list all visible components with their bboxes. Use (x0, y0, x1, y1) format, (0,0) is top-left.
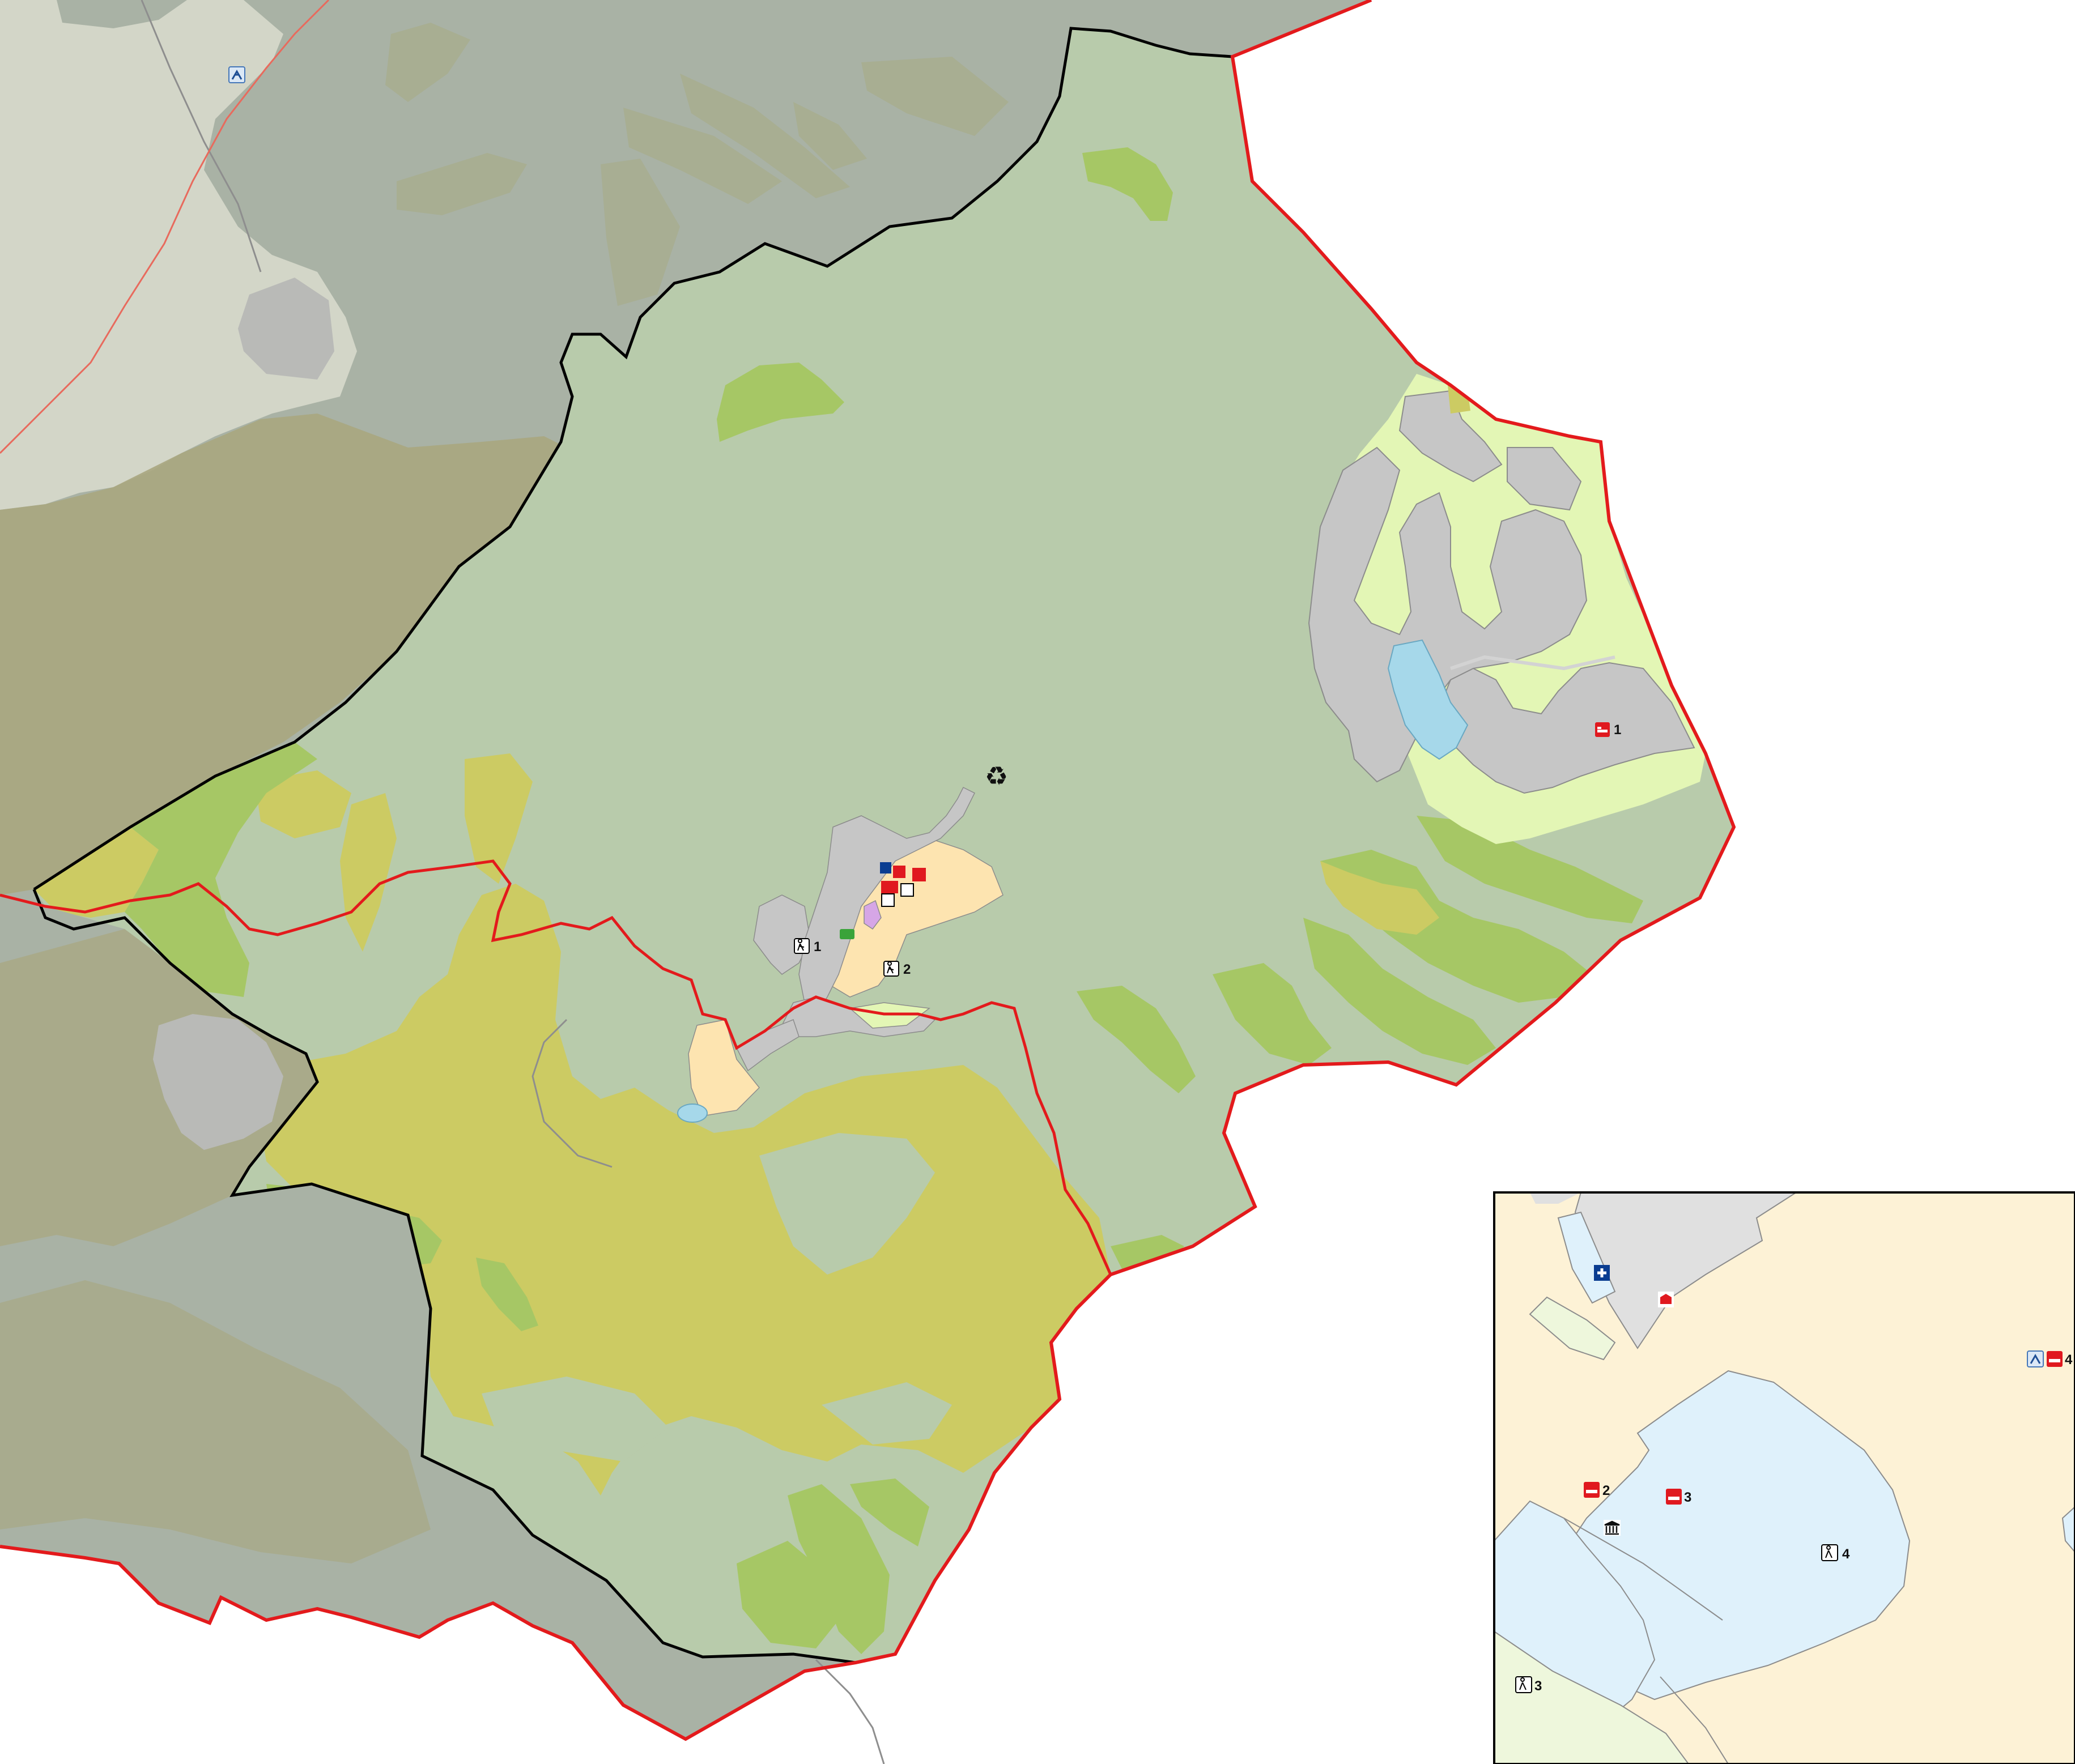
forest-zone-east (1213, 963, 1332, 1065)
forest-zone-south (788, 1484, 890, 1654)
olive-hole (482, 1377, 669, 1462)
town-center (677, 786, 1004, 1123)
outside-olive-sw (0, 1280, 431, 1563)
hiking-marker[interactable]: 2 (883, 961, 911, 977)
inset-pale-green-sw (1494, 1630, 1690, 1764)
olive-zone-west (255, 770, 351, 838)
road-line (1450, 655, 1615, 671)
boundary-red (0, 0, 1736, 1741)
boundary-black (32, 27, 1233, 1664)
inset-hiking-4-label: 4 (1842, 1546, 1850, 1562)
outside-patch (601, 159, 680, 306)
outside-light-region (0, 0, 357, 510)
viewpoint-icon[interactable] (2027, 1350, 2044, 1367)
olive-zone-east (1320, 861, 1439, 935)
outside-patch (680, 74, 850, 198)
olive-zone-west (465, 753, 533, 884)
hiking-icon[interactable]: 3 (1515, 1676, 1542, 1694)
hotel-marker-label: 1 (1614, 722, 1621, 738)
olive-zone-south (261, 884, 1111, 1495)
inset-blue-plaza (1557, 1370, 1911, 1701)
olive-hole (759, 1133, 935, 1275)
museum-icon[interactable] (1604, 1520, 1621, 1536)
road-line (141, 0, 262, 272)
markers-layer: 1 1 2 ♻ (228, 66, 1621, 977)
recycling-icon[interactable]: ♻ (985, 761, 1008, 791)
outside-olive-region (0, 414, 567, 895)
outside-patch (793, 102, 867, 170)
forest-zone-east (1077, 986, 1196, 1093)
outside-patch (623, 108, 782, 204)
water-reservoir-east (1387, 639, 1469, 760)
inset-hotel-3-label: 3 (1684, 1490, 1691, 1505)
town-hall-icon[interactable] (1658, 1292, 1674, 1307)
inset-hiking-3-label: 3 (1534, 1678, 1542, 1694)
hiking-icon[interactable]: 4 (1821, 1544, 1850, 1562)
olive-hole (822, 1382, 952, 1445)
hotel-marker[interactable]: 1 (1595, 722, 1621, 738)
town-urban (798, 786, 976, 1015)
outside-patch (861, 57, 1009, 136)
boundary-red-inner (0, 859, 1112, 1276)
outside-urban-west (153, 1014, 283, 1150)
urban-zone-east-north (1507, 447, 1582, 511)
town-urban (753, 894, 811, 975)
hospital-icon[interactable] (1594, 1265, 1610, 1281)
olive-zone-west (34, 827, 159, 918)
hiking-marker[interactable]: 1 (794, 938, 821, 955)
road-line (531, 1019, 613, 1168)
inset-green-strip (1529, 1296, 1616, 1361)
forest-zone-west (125, 742, 317, 997)
forest-zone-north (1082, 147, 1173, 221)
outside-patch (385, 23, 470, 102)
hotel-icon[interactable]: 4 (2047, 1351, 2073, 1367)
inset-border (1493, 1191, 2075, 1764)
hiking-marker-label: 1 (814, 939, 821, 955)
forest-zone-sw (476, 1258, 538, 1331)
inset-hotel-2-label: 2 (1602, 1483, 1610, 1498)
forest-zone-north (717, 363, 844, 442)
outside-patch (397, 153, 527, 215)
outside-olive-south (0, 929, 317, 1246)
hotel-icon[interactable]: 2 (1584, 1482, 1610, 1498)
forest-zone-east (1303, 918, 1496, 1065)
water-tank (677, 1103, 708, 1123)
forest-zone-south (850, 1478, 929, 1546)
town-center-icons[interactable] (840, 862, 926, 939)
town-purple-facility (864, 900, 882, 930)
viewpoint-icon[interactable] (228, 66, 245, 83)
forest-zone-east (1417, 816, 1643, 923)
inset-blue-corner (2061, 1506, 2075, 1553)
road-line (815, 1659, 885, 1764)
inset-hotel-4-label: 4 (2065, 1352, 2073, 1367)
svg-text:♻: ♻ (985, 761, 1008, 791)
inset-map[interactable]: 4 2 3 4 3 (1493, 1191, 2075, 1764)
inset-line (1563, 1518, 1729, 1764)
hiking-marker-label: 2 (903, 962, 911, 977)
inset-gray-strip (1530, 1192, 1581, 1204)
road-red-thin (0, 0, 330, 454)
hotel-icon[interactable]: 3 (1666, 1489, 1691, 1505)
outside-urban (238, 278, 334, 380)
olive-zone-west (340, 793, 397, 952)
